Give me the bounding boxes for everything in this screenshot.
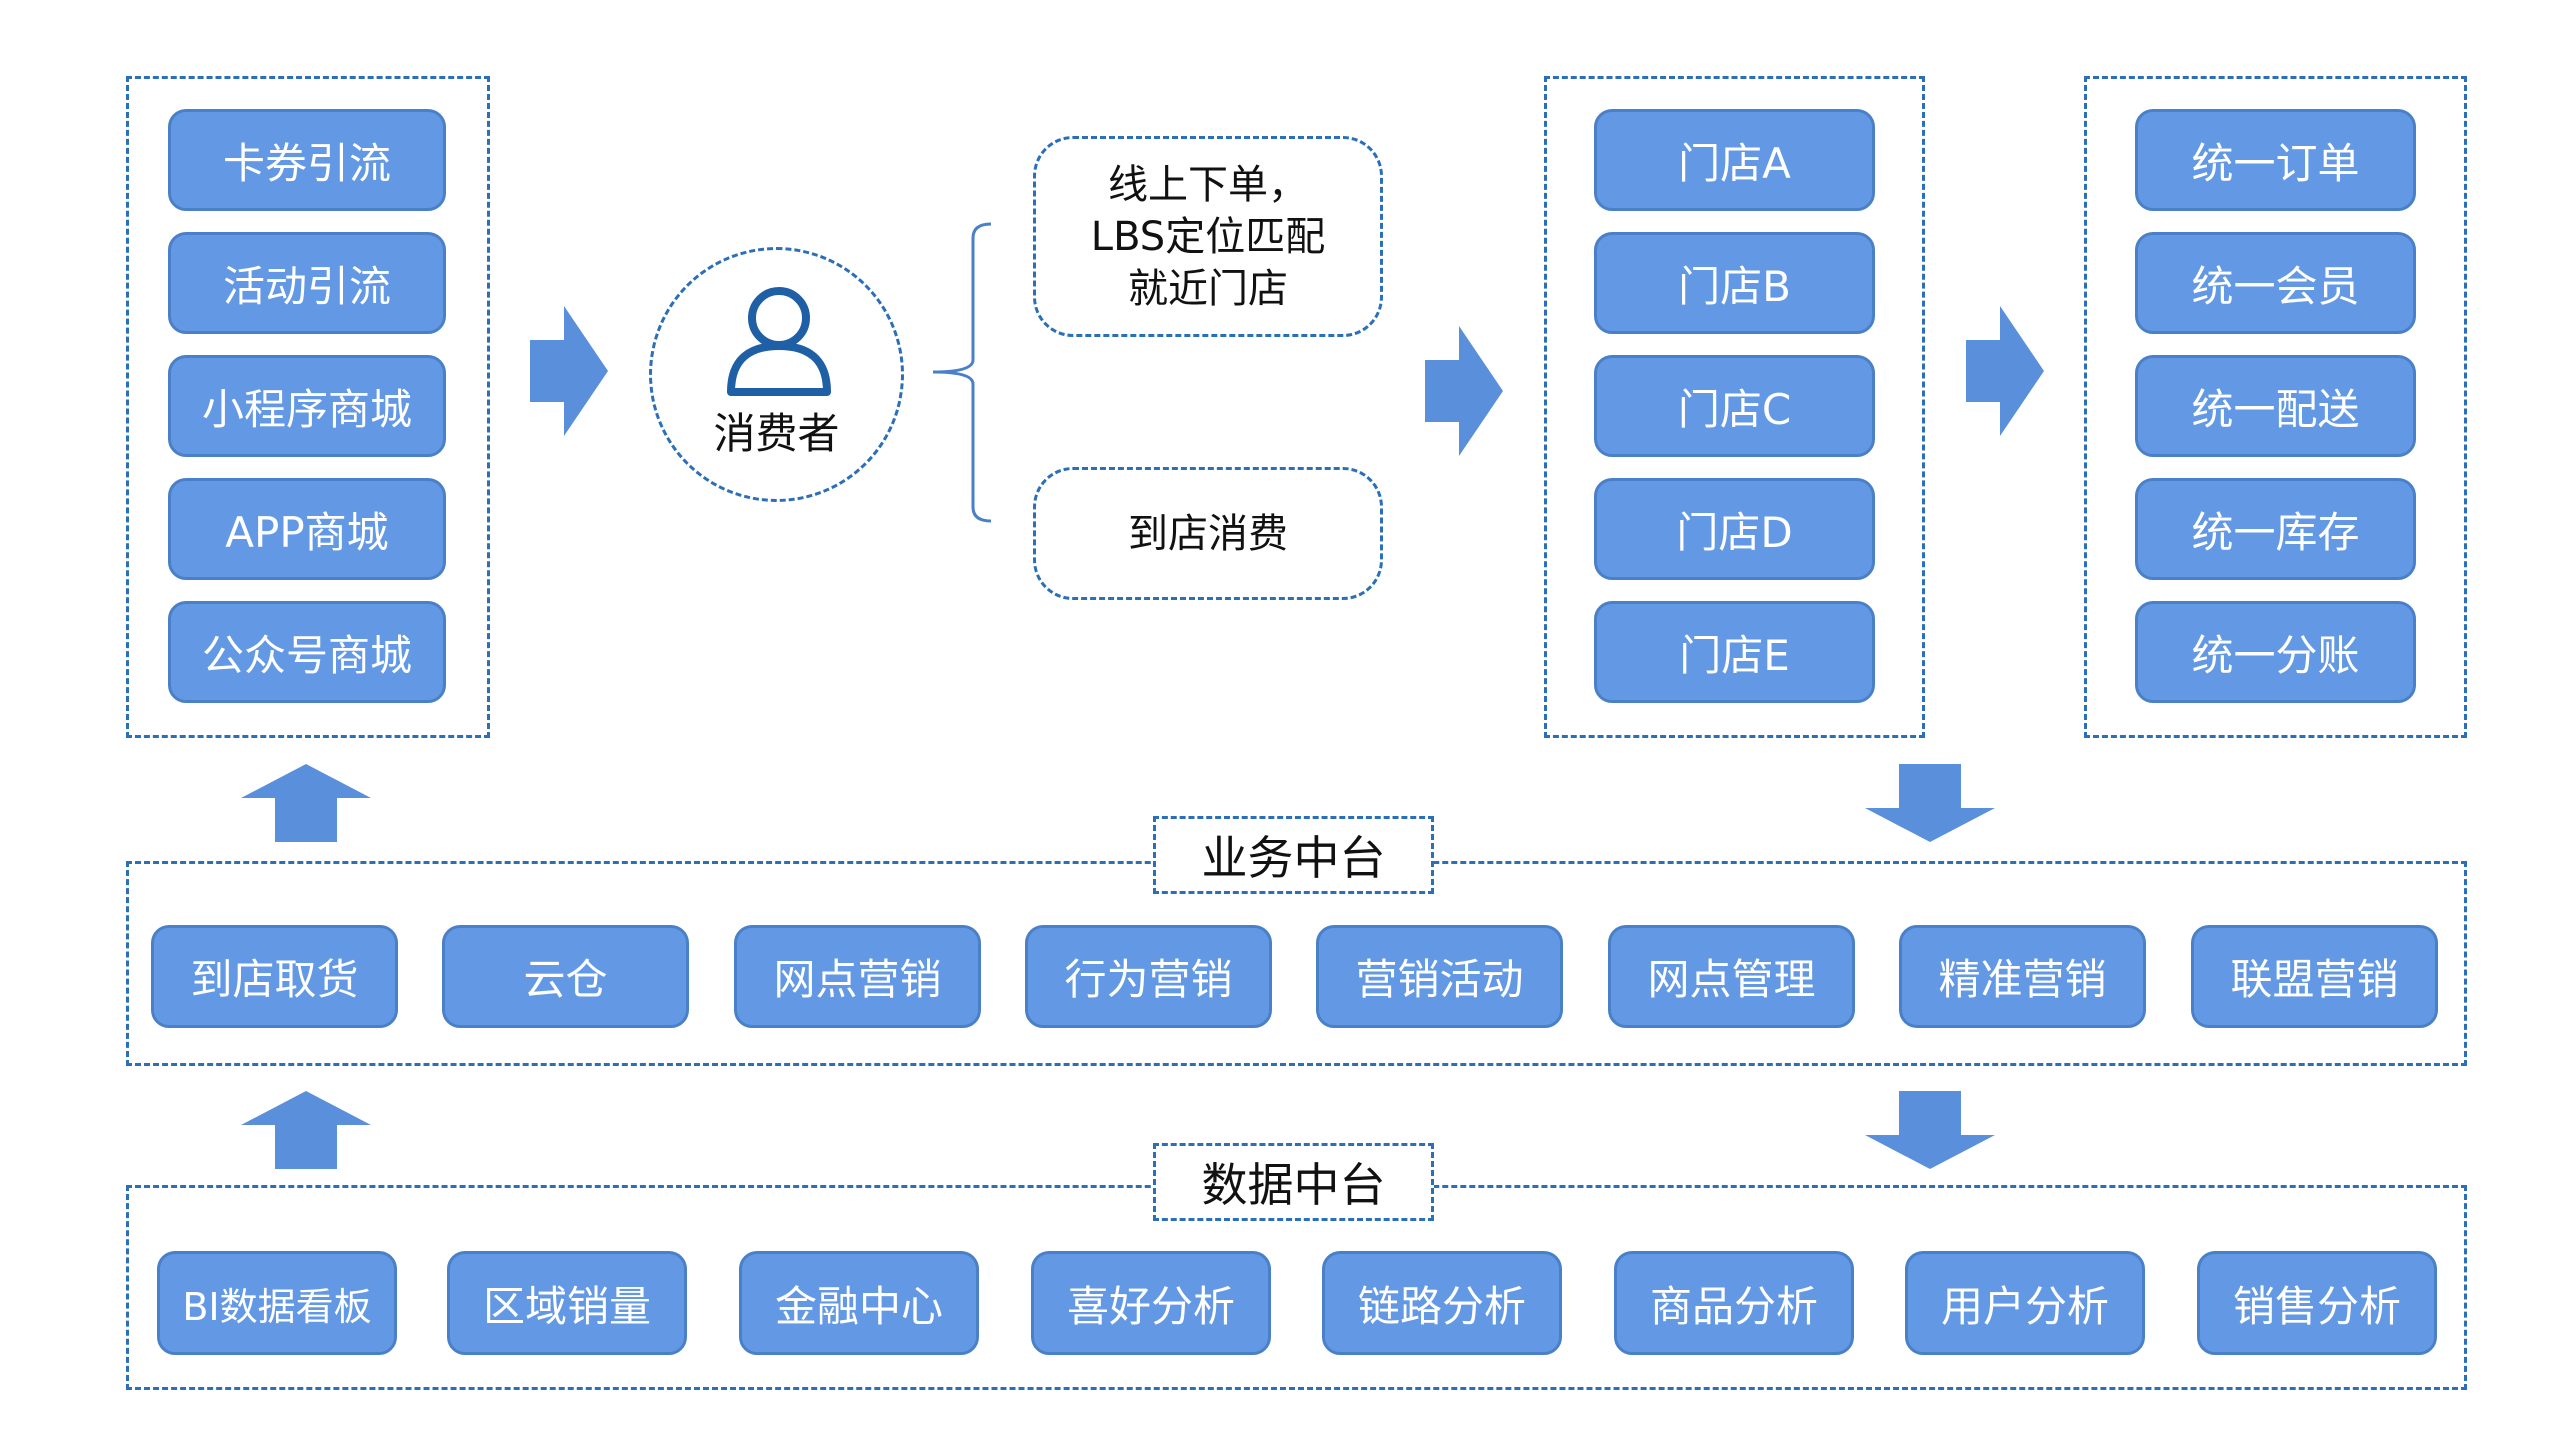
user-icon <box>727 287 831 396</box>
arrow-right-icon <box>530 306 608 436</box>
data-item-user-analysis: 用户分析 <box>1905 1251 2145 1355</box>
arrow-up-icon <box>241 764 371 842</box>
channel-official-account: 公众号商城 <box>168 601 446 703</box>
store-d: 门店D <box>1594 478 1875 580</box>
data-item-preference-analysis: 喜好分析 <box>1031 1251 1271 1355</box>
online-order-line-3: 就近门店 <box>1128 265 1288 312</box>
unified-settlement: 统一分账 <box>2135 601 2416 703</box>
business-item-store-pickup: 到店取货 <box>151 925 398 1028</box>
consumer-node: 消费者 <box>649 247 904 502</box>
business-item-outlet-management: 网点管理 <box>1608 925 1855 1028</box>
business-item-cloud-warehouse: 云仓 <box>442 925 689 1028</box>
unified-member: 统一会员 <box>2135 232 2416 334</box>
data-item-link-analysis: 链路分析 <box>1322 1251 1562 1355</box>
stores-group <box>1544 76 1925 738</box>
store-a: 门店A <box>1594 109 1875 211</box>
store-e: 门店E <box>1594 601 1875 703</box>
business-item-outlet-marketing: 网点营销 <box>734 925 981 1028</box>
channel-coupon: 卡券引流 <box>168 109 446 211</box>
business-platform-title: 业务中台 <box>1153 816 1434 894</box>
business-item-alliance-marketing: 联盟营销 <box>2191 925 2438 1028</box>
channels-group <box>126 76 490 738</box>
arrow-down-icon <box>1865 1091 1995 1169</box>
online-order-bubble: 线上下单， LBS定位匹配 就近门店 <box>1033 136 1383 337</box>
unified-inventory: 统一库存 <box>2135 478 2416 580</box>
store-b: 门店B <box>1594 232 1875 334</box>
channel-mini-program: 小程序商城 <box>168 355 446 457</box>
consumer-label: 消费者 <box>713 409 840 458</box>
business-item-precision-marketing: 精准营销 <box>1899 925 2146 1028</box>
store-c: 门店C <box>1594 355 1875 457</box>
channel-activity: 活动引流 <box>168 232 446 334</box>
business-item-marketing-campaign: 营销活动 <box>1316 925 1563 1028</box>
arrow-down-icon <box>1865 764 1995 842</box>
data-platform-title: 数据中台 <box>1153 1143 1434 1221</box>
online-order-line-1: 线上下单， <box>1108 161 1308 208</box>
unified-group <box>2084 76 2467 738</box>
arrow-up-icon <box>241 1091 371 1169</box>
data-item-product-analysis: 商品分析 <box>1614 1251 1854 1355</box>
online-order-line-2: LBS定位匹配 <box>1090 213 1326 260</box>
data-item-bi-dashboard: BI数据看板 <box>157 1251 397 1355</box>
data-item-sales-analysis: 销售分析 <box>2197 1251 2437 1355</box>
arrow-right-icon <box>1966 306 2044 436</box>
data-item-finance-center: 金融中心 <box>739 1251 979 1355</box>
in-store-bubble: 到店消费 <box>1033 467 1383 600</box>
unified-order: 统一订单 <box>2135 109 2416 211</box>
business-item-behavior-marketing: 行为营销 <box>1025 925 1272 1028</box>
channel-app: APP商城 <box>168 478 446 580</box>
brace-icon <box>932 222 992 523</box>
arrow-right-icon <box>1425 326 1503 456</box>
unified-delivery: 统一配送 <box>2135 355 2416 457</box>
data-item-regional-sales: 区域销量 <box>447 1251 687 1355</box>
